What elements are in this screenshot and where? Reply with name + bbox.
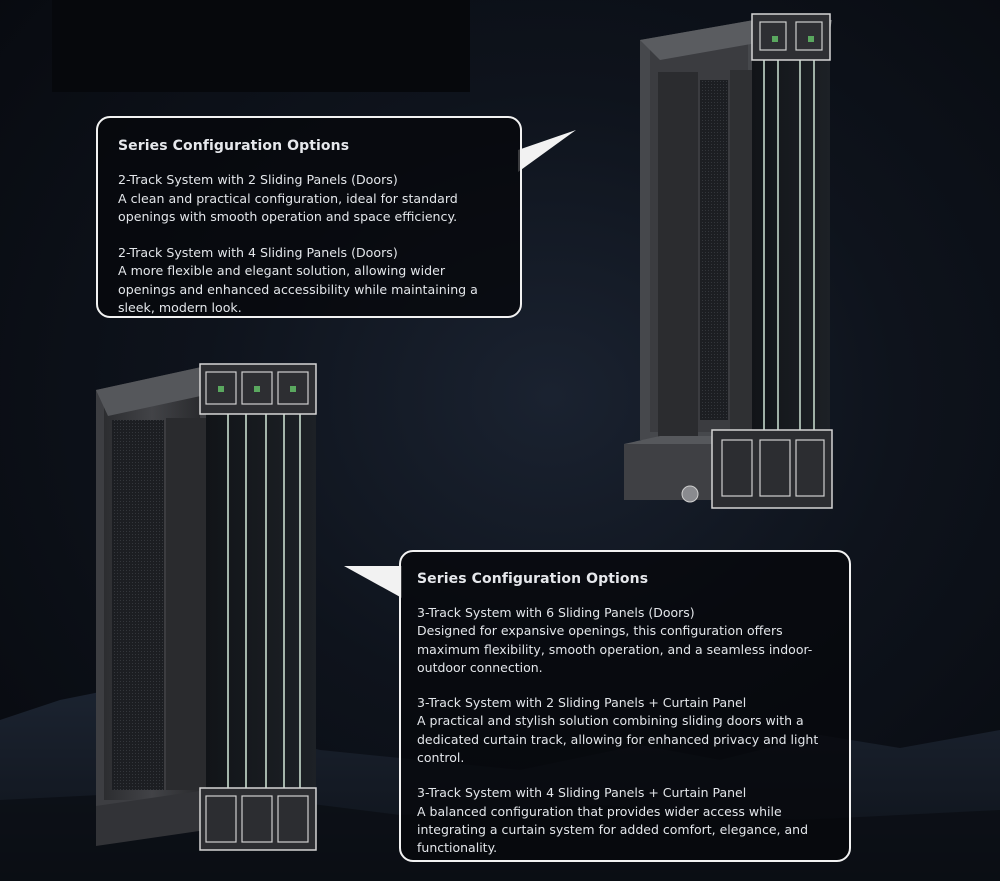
option-description: A balanced configuration that provides w… [417,803,809,856]
option-name: 3-Track System with 4 Sliding Panels + C… [417,785,747,801]
option-description: A clean and practical configuration, ide… [118,190,458,225]
top-dark-panel [52,0,470,92]
option-description: Designed for expansive openings, this co… [417,623,813,675]
three-track-frame-illustration [96,363,317,851]
option-item: 2-Track System with 4 Sliding Panels (Do… [118,244,502,318]
configuration-callout-3-track: Series Configuration Options 3-Track Sys… [399,550,851,862]
two-track-frame-illustration [624,13,833,509]
option-item: 2-Track System with 2 Sliding Panels (Do… [118,171,502,227]
option-item: 3-Track System with 6 Sliding Panels (Do… [417,604,837,677]
option-name: 2-Track System with 4 Sliding Panels (Do… [118,244,398,260]
callout-pointer-2 [344,566,402,598]
option-name: 2-Track System with 2 Sliding Panels (Do… [118,172,398,187]
callout-pointer-1 [518,130,576,172]
option-name: 3-Track System with 6 Sliding Panels (Do… [417,605,695,620]
option-name: 3-Track System with 2 Sliding Panels + C… [417,695,747,711]
callout-title: Series Configuration Options [417,571,649,587]
option-description: A practical and stylish solution combini… [417,713,819,766]
configuration-callout-2-track: Series Configuration Options 2-Track Sys… [96,116,522,318]
option-description: A more flexible and elegant solution, al… [118,263,478,315]
option-item: 3-Track System with 2 Sliding Panels + C… [417,694,837,767]
callout-title: Series Configuration Options [118,138,350,154]
option-item: 3-Track System with 4 Sliding Panels + C… [417,784,837,857]
